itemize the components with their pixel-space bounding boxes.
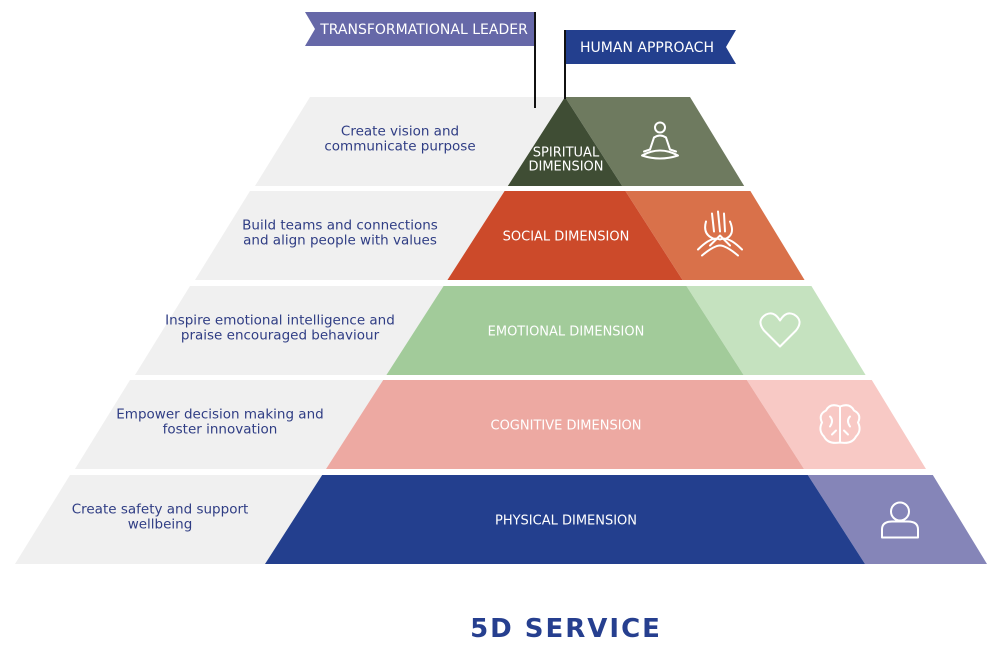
- heart-icon: [759, 312, 801, 348]
- flag-label: TRANSFORMATIONAL LEADER: [319, 22, 528, 38]
- leader-action-text: Create vision and: [341, 124, 459, 140]
- leader-panel: [255, 97, 565, 186]
- leader-panel: [195, 191, 505, 280]
- side-panel: [565, 97, 745, 186]
- pyramid-level-3: Inspire emotional intelligence andpraise…: [135, 286, 866, 375]
- side-panel: [625, 191, 805, 280]
- leader-action-text: Empower decision making and: [116, 407, 323, 423]
- dimension-band: [447, 191, 683, 280]
- leader-action-text: communicate purpose: [324, 139, 475, 155]
- dimension-label: COGNITIVE DIMENSION: [491, 419, 642, 434]
- leader-action-text: Create safety and support: [72, 502, 249, 518]
- meditation-icon: [641, 121, 679, 160]
- brain-icon: [819, 404, 861, 444]
- dimension-label: PHYSICAL DIMENSION: [495, 514, 637, 529]
- leader-action-text: foster innovation: [163, 422, 278, 438]
- side-panel: [746, 380, 926, 469]
- leader-action-text: and align people with values: [243, 233, 437, 249]
- dimension-label: SOCIAL DIMENSION: [503, 230, 630, 245]
- diagram-title: 5D SERVICE: [470, 614, 662, 644]
- dimension-band: [386, 286, 744, 375]
- leader-panel: [135, 286, 444, 375]
- dimension-label: DIMENSION: [528, 160, 603, 175]
- leader-panel: [75, 380, 384, 469]
- flag-transformational-leader: TRANSFORMATIONAL LEADER: [305, 12, 536, 108]
- person-icon: [881, 501, 919, 539]
- dimension-band: [326, 380, 804, 469]
- dimension-label: SPIRITUAL: [533, 146, 600, 161]
- dimension-label: EMOTIONAL DIMENSION: [488, 325, 645, 340]
- dimension-band: [507, 97, 623, 186]
- leader-action-text: wellbeing: [128, 517, 193, 533]
- flag-human-approach: HUMAN APPROACH: [564, 30, 736, 99]
- hands-together-icon: [697, 210, 743, 257]
- leader-action-text: Inspire emotional intelligence and: [165, 313, 395, 329]
- leader-panel: [15, 475, 323, 564]
- leader-action-text: Build teams and connections: [242, 218, 438, 234]
- dimension-band: [265, 475, 865, 564]
- leader-action-text: praise encouraged behaviour: [181, 328, 380, 344]
- side-panel: [686, 286, 866, 375]
- flag-label: HUMAN APPROACH: [580, 40, 714, 56]
